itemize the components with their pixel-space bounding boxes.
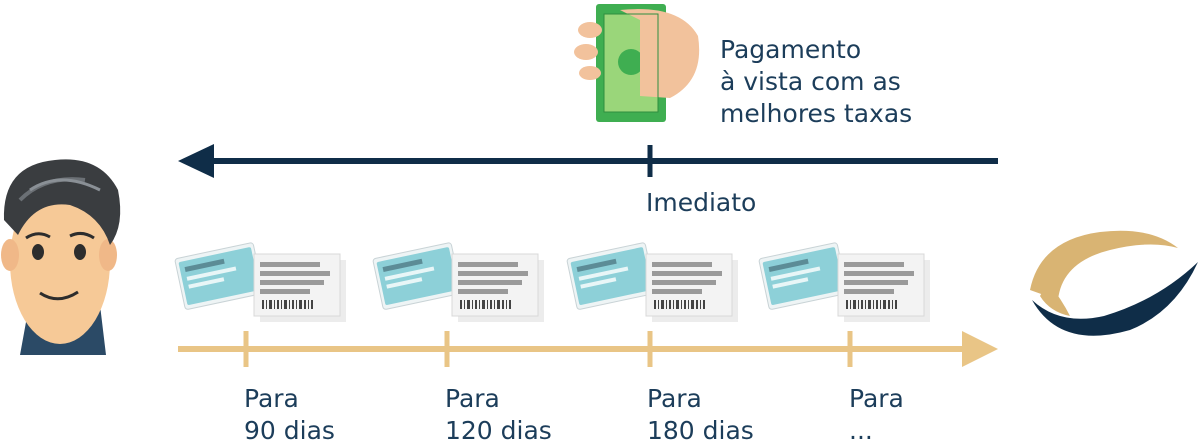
term-duration: 90 dias bbox=[244, 416, 335, 445]
term-label-more: Para ... bbox=[849, 383, 904, 447]
bank-slip-stack-icon bbox=[758, 241, 931, 323]
bank-slip-stack-icon bbox=[372, 241, 545, 323]
cartoon-man-icon bbox=[1, 159, 121, 355]
immediate-label: Imediato bbox=[646, 188, 757, 217]
company-logo-icon bbox=[1030, 230, 1198, 336]
payment-line: à vista com as bbox=[720, 67, 901, 96]
term-duration: 120 dias bbox=[445, 416, 552, 445]
payment-description: Pagamento à vista com as melhores taxas bbox=[720, 34, 912, 130]
bank-slip-stack-icon bbox=[174, 241, 347, 323]
term-label-120: Para 120 dias bbox=[445, 383, 552, 447]
term-duration: ... bbox=[849, 416, 873, 445]
installments-arrow bbox=[178, 331, 998, 367]
term-prefix: Para bbox=[445, 384, 500, 413]
payment-line: melhores taxas bbox=[720, 99, 913, 128]
term-label-180: Para 180 dias bbox=[647, 383, 754, 447]
immediate-arrow bbox=[178, 144, 998, 178]
hand-with-money-icon bbox=[574, 4, 700, 122]
term-duration: 180 dias bbox=[647, 416, 754, 445]
term-label-90: Para 90 dias bbox=[244, 383, 335, 447]
term-prefix: Para bbox=[647, 384, 702, 413]
term-prefix: Para bbox=[849, 384, 904, 413]
term-prefix: Para bbox=[244, 384, 299, 413]
bank-slip-stack-icon bbox=[566, 241, 739, 323]
payment-line: Pagamento bbox=[720, 35, 862, 64]
